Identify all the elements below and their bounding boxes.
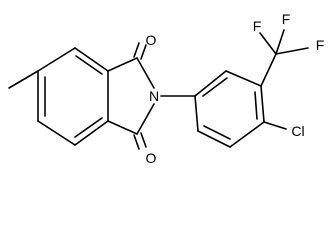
bond-co-top-a	[133, 42, 140, 58]
molecule-structure-canvas: O O N Cl F F F	[8, 11, 325, 166]
nitrogen-label: N	[149, 88, 159, 104]
bond-co-bottom-b	[140, 132, 147, 148]
bond-ring1-d	[74, 120, 109, 146]
fluorine-mid-label: F	[282, 11, 291, 27]
fluorine-right-label: F	[316, 37, 325, 53]
bond-ring2-b	[225, 70, 262, 87]
bond-methyl	[8, 70, 39, 89]
chlorine-label: Cl	[291, 123, 304, 139]
bond-ring1-e	[37, 120, 76, 146]
bond-c-top-carbonyl	[107, 57, 138, 72]
fluorine-left-label: F	[253, 18, 262, 34]
bond-c-bottom-carbonyl	[107, 120, 138, 135]
bond-ring2-inner-top	[202, 77, 228, 97]
bond-c-f-mid	[275, 29, 285, 55]
oxygen-top-label: O	[146, 32, 157, 48]
bond-n-bottom	[136, 103, 155, 135]
bond-ring2-f	[194, 95, 199, 132]
bond-ring2-e	[197, 130, 231, 148]
bond-ring1-inner-top	[75, 55, 103, 75]
bond-n-top	[136, 57, 155, 89]
bond-ring2-inner-bottom	[203, 125, 231, 140]
bond-ring1-a	[37, 47, 76, 72]
bond-c-f-left	[259, 32, 277, 55]
bond-co-top-b	[140, 44, 147, 60]
bond-ring2-inner-right	[254, 91, 258, 120]
bond-c-f-right	[275, 47, 309, 55]
bond-ring-cf3	[260, 53, 277, 87]
oxygen-bottom-label: O	[146, 150, 157, 166]
bond-c-cl	[263, 121, 287, 130]
bond-ring2-a	[194, 70, 227, 97]
bond-ring2-d	[229, 121, 265, 148]
bond-layer	[8, 29, 309, 150]
bond-ring1-b	[74, 47, 109, 72]
bond-co-bottom-a	[133, 134, 140, 150]
atom-label-layer: O O N Cl F F F	[146, 11, 325, 166]
bond-ring2-c	[260, 85, 265, 123]
bond-ring1-inner-bottom	[74, 117, 103, 138]
